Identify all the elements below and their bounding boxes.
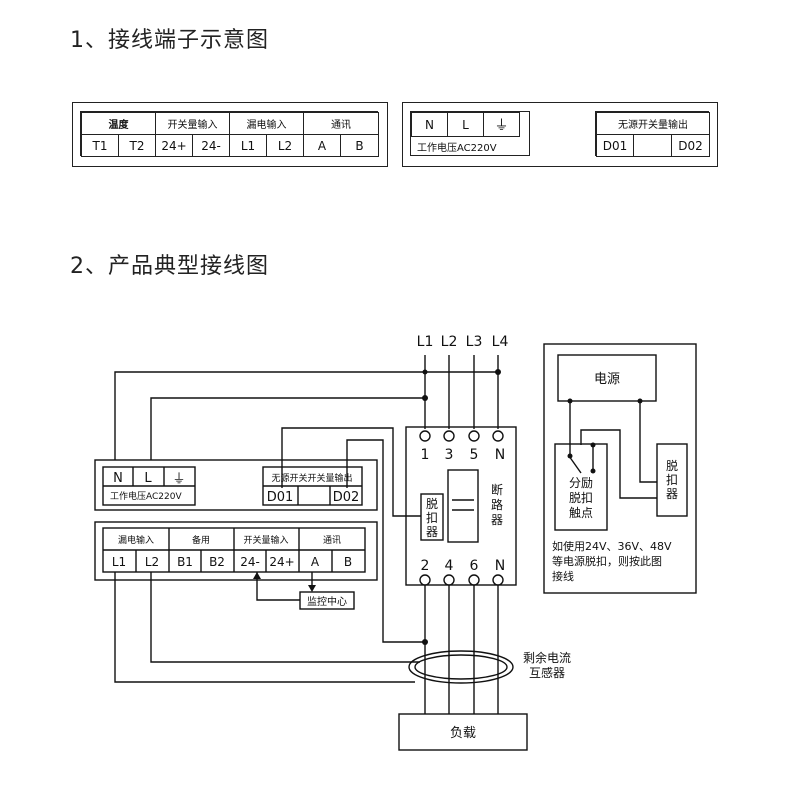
monitor-center-box	[299, 591, 355, 610]
terminal-d01: D01	[596, 134, 634, 157]
breaker-body	[405, 426, 517, 586]
shunt-panel	[543, 343, 697, 594]
breaker-bottom-2: 2	[421, 558, 430, 574]
monitor-center-label: 监控中心	[307, 595, 347, 608]
device-terminal-d02: D02	[333, 490, 360, 505]
device-terminal-b: B	[344, 555, 352, 569]
device-output-header: 无源开关开关量输出	[271, 472, 352, 484]
device-terminal-b1: B1	[177, 555, 193, 569]
ground-icon: ⏚	[483, 112, 520, 137]
shunt-trip-3: 器	[666, 487, 678, 501]
device-terminal-24-minus: 24-	[240, 555, 260, 569]
device-terminal-24-plus: 24+	[269, 555, 294, 569]
line-label-l1: L1	[417, 334, 434, 350]
line-label-l3: L3	[466, 334, 483, 350]
line-label-l4: L4	[492, 334, 509, 350]
power-caption: 工作电压AC220V	[417, 143, 497, 154]
device-bottom-housing	[94, 521, 378, 581]
ground-icon: ⏚	[172, 472, 185, 487]
breaker-label-2: 路	[491, 497, 503, 512]
terminal-b: B	[340, 134, 379, 157]
breaker-bottom-n: N	[495, 558, 505, 574]
device-terminal-d01: D01	[267, 490, 294, 505]
breaker-bottom-4: 4	[445, 558, 454, 574]
terminal-block-right: N L ⏚ 工作电压AC220V 无源开关量输出 D01 D02	[402, 102, 718, 167]
load-box	[398, 713, 528, 751]
device-group-switch-input: 开关量输入	[243, 534, 288, 546]
ct-ring-inner	[414, 654, 508, 680]
device-terminal-l2: L2	[145, 555, 159, 569]
ct-label-1: 剩余电流	[523, 650, 571, 665]
terminal-t2: T2	[118, 134, 156, 157]
shunt-note-line1: 如使用24V、36V、48V	[552, 539, 672, 553]
terminal-block-left-inner: 温度 开关量输入 漏电输入 通讯 T1 T2 24+ 24- L1 L2 A B	[80, 111, 379, 157]
device-power-caption: 工作电压AC220V	[110, 490, 182, 502]
breaker-top-1: 1	[421, 447, 430, 463]
device-terminal-l1: L1	[112, 555, 126, 569]
terminal-a: A	[303, 134, 341, 157]
terminal-block-left: 温度 开关量输入 漏电输入 通讯 T1 T2 24+ 24- L1 L2 A B	[72, 102, 388, 167]
breaker-label-3: 器	[491, 513, 503, 527]
device-top-housing	[94, 459, 378, 511]
breaker-top-3: 3	[445, 447, 454, 463]
shunt-note-line2: 等电源脱扣，则按此图	[552, 554, 662, 568]
shunt-trip-2: 扣	[666, 473, 678, 487]
shunt-power-label: 电源	[594, 372, 620, 387]
breaker-top-5: 5	[470, 447, 479, 463]
breaker-trip-1: 脱	[426, 496, 438, 511]
device-terminal-a: A	[311, 555, 320, 569]
device-group-spare: 备用	[192, 534, 210, 546]
shunt-trip-box	[656, 443, 688, 517]
device-terminal-b2: B2	[209, 555, 225, 569]
device-group-leakage: 漏电输入	[118, 534, 154, 546]
terminal-t1: T1	[81, 134, 119, 157]
section2-heading: 2、产品典型接线图	[70, 254, 269, 279]
output-terminal-group: 无源开关量输出 D01 D02	[595, 111, 710, 157]
line-label-l2: L2	[441, 334, 458, 350]
breaker-trip-2: 扣	[426, 511, 438, 525]
shunt-trip-1: 脱	[666, 458, 678, 473]
shunt-note-line3: 接线	[552, 569, 574, 583]
shunt-contact-line1: 分励	[569, 476, 593, 490]
shunt-contact-line3: 触点	[569, 506, 593, 520]
breaker-trip-3: 器	[426, 525, 438, 539]
device-terminal-n: N	[113, 471, 123, 486]
breaker-label-1: 断	[491, 482, 503, 497]
power-terminal-group: N L ⏚ 工作电压AC220V	[410, 111, 530, 156]
breaker-top-n: N	[495, 447, 505, 463]
breaker-handle	[447, 469, 479, 543]
section1-heading: 1、接线端子示意图	[70, 28, 269, 53]
device-terminal-l: L	[144, 471, 152, 486]
ct-label-2: 互感器	[529, 665, 565, 680]
terminal-l: L	[447, 112, 484, 137]
device-group-communication: 通讯	[323, 535, 341, 546]
breaker-trip-box	[420, 493, 444, 541]
shunt-power-box	[557, 354, 657, 402]
ct-ring-outer	[408, 650, 514, 684]
shunt-contact-line2: 脱扣	[569, 490, 593, 505]
load-label: 负载	[450, 726, 476, 741]
breaker-bottom-6: 6	[470, 558, 479, 574]
terminal-d02: D02	[671, 134, 710, 157]
